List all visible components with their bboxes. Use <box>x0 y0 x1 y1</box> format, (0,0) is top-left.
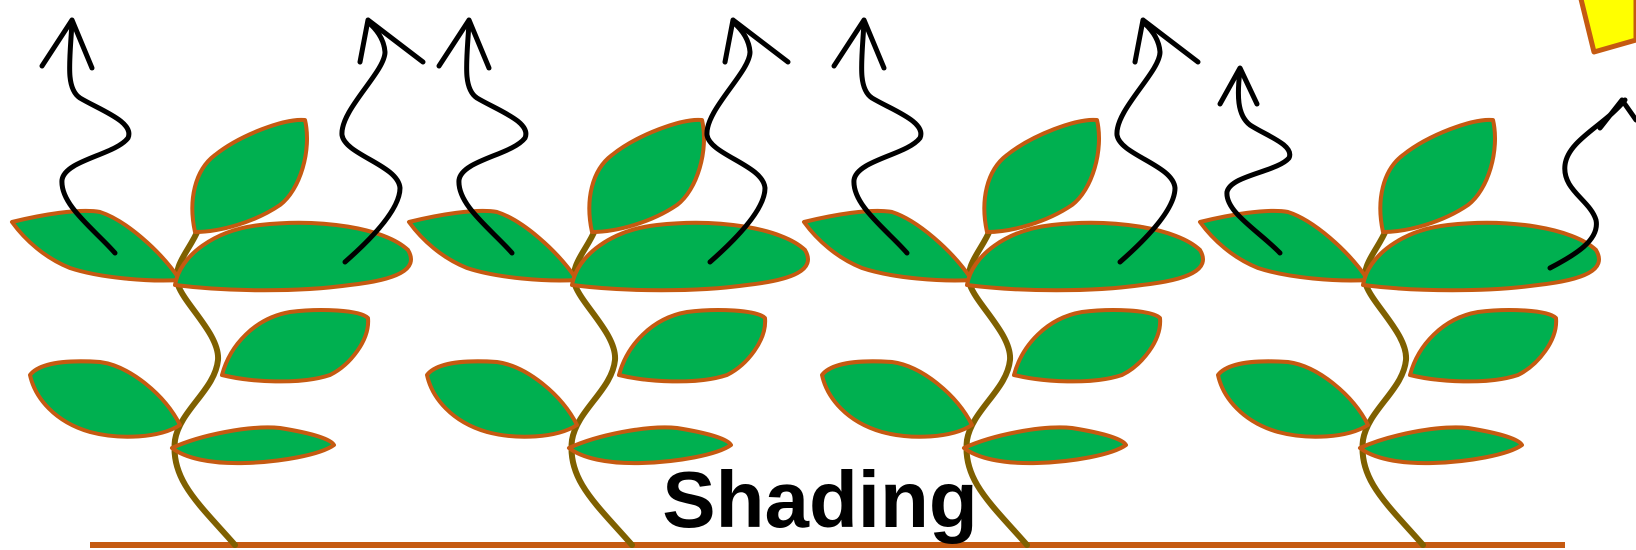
diagram-caption: Shading <box>560 455 1080 545</box>
plant-icon <box>1200 120 1599 545</box>
sun-icon <box>1580 0 1636 52</box>
plant-icon <box>12 120 411 545</box>
